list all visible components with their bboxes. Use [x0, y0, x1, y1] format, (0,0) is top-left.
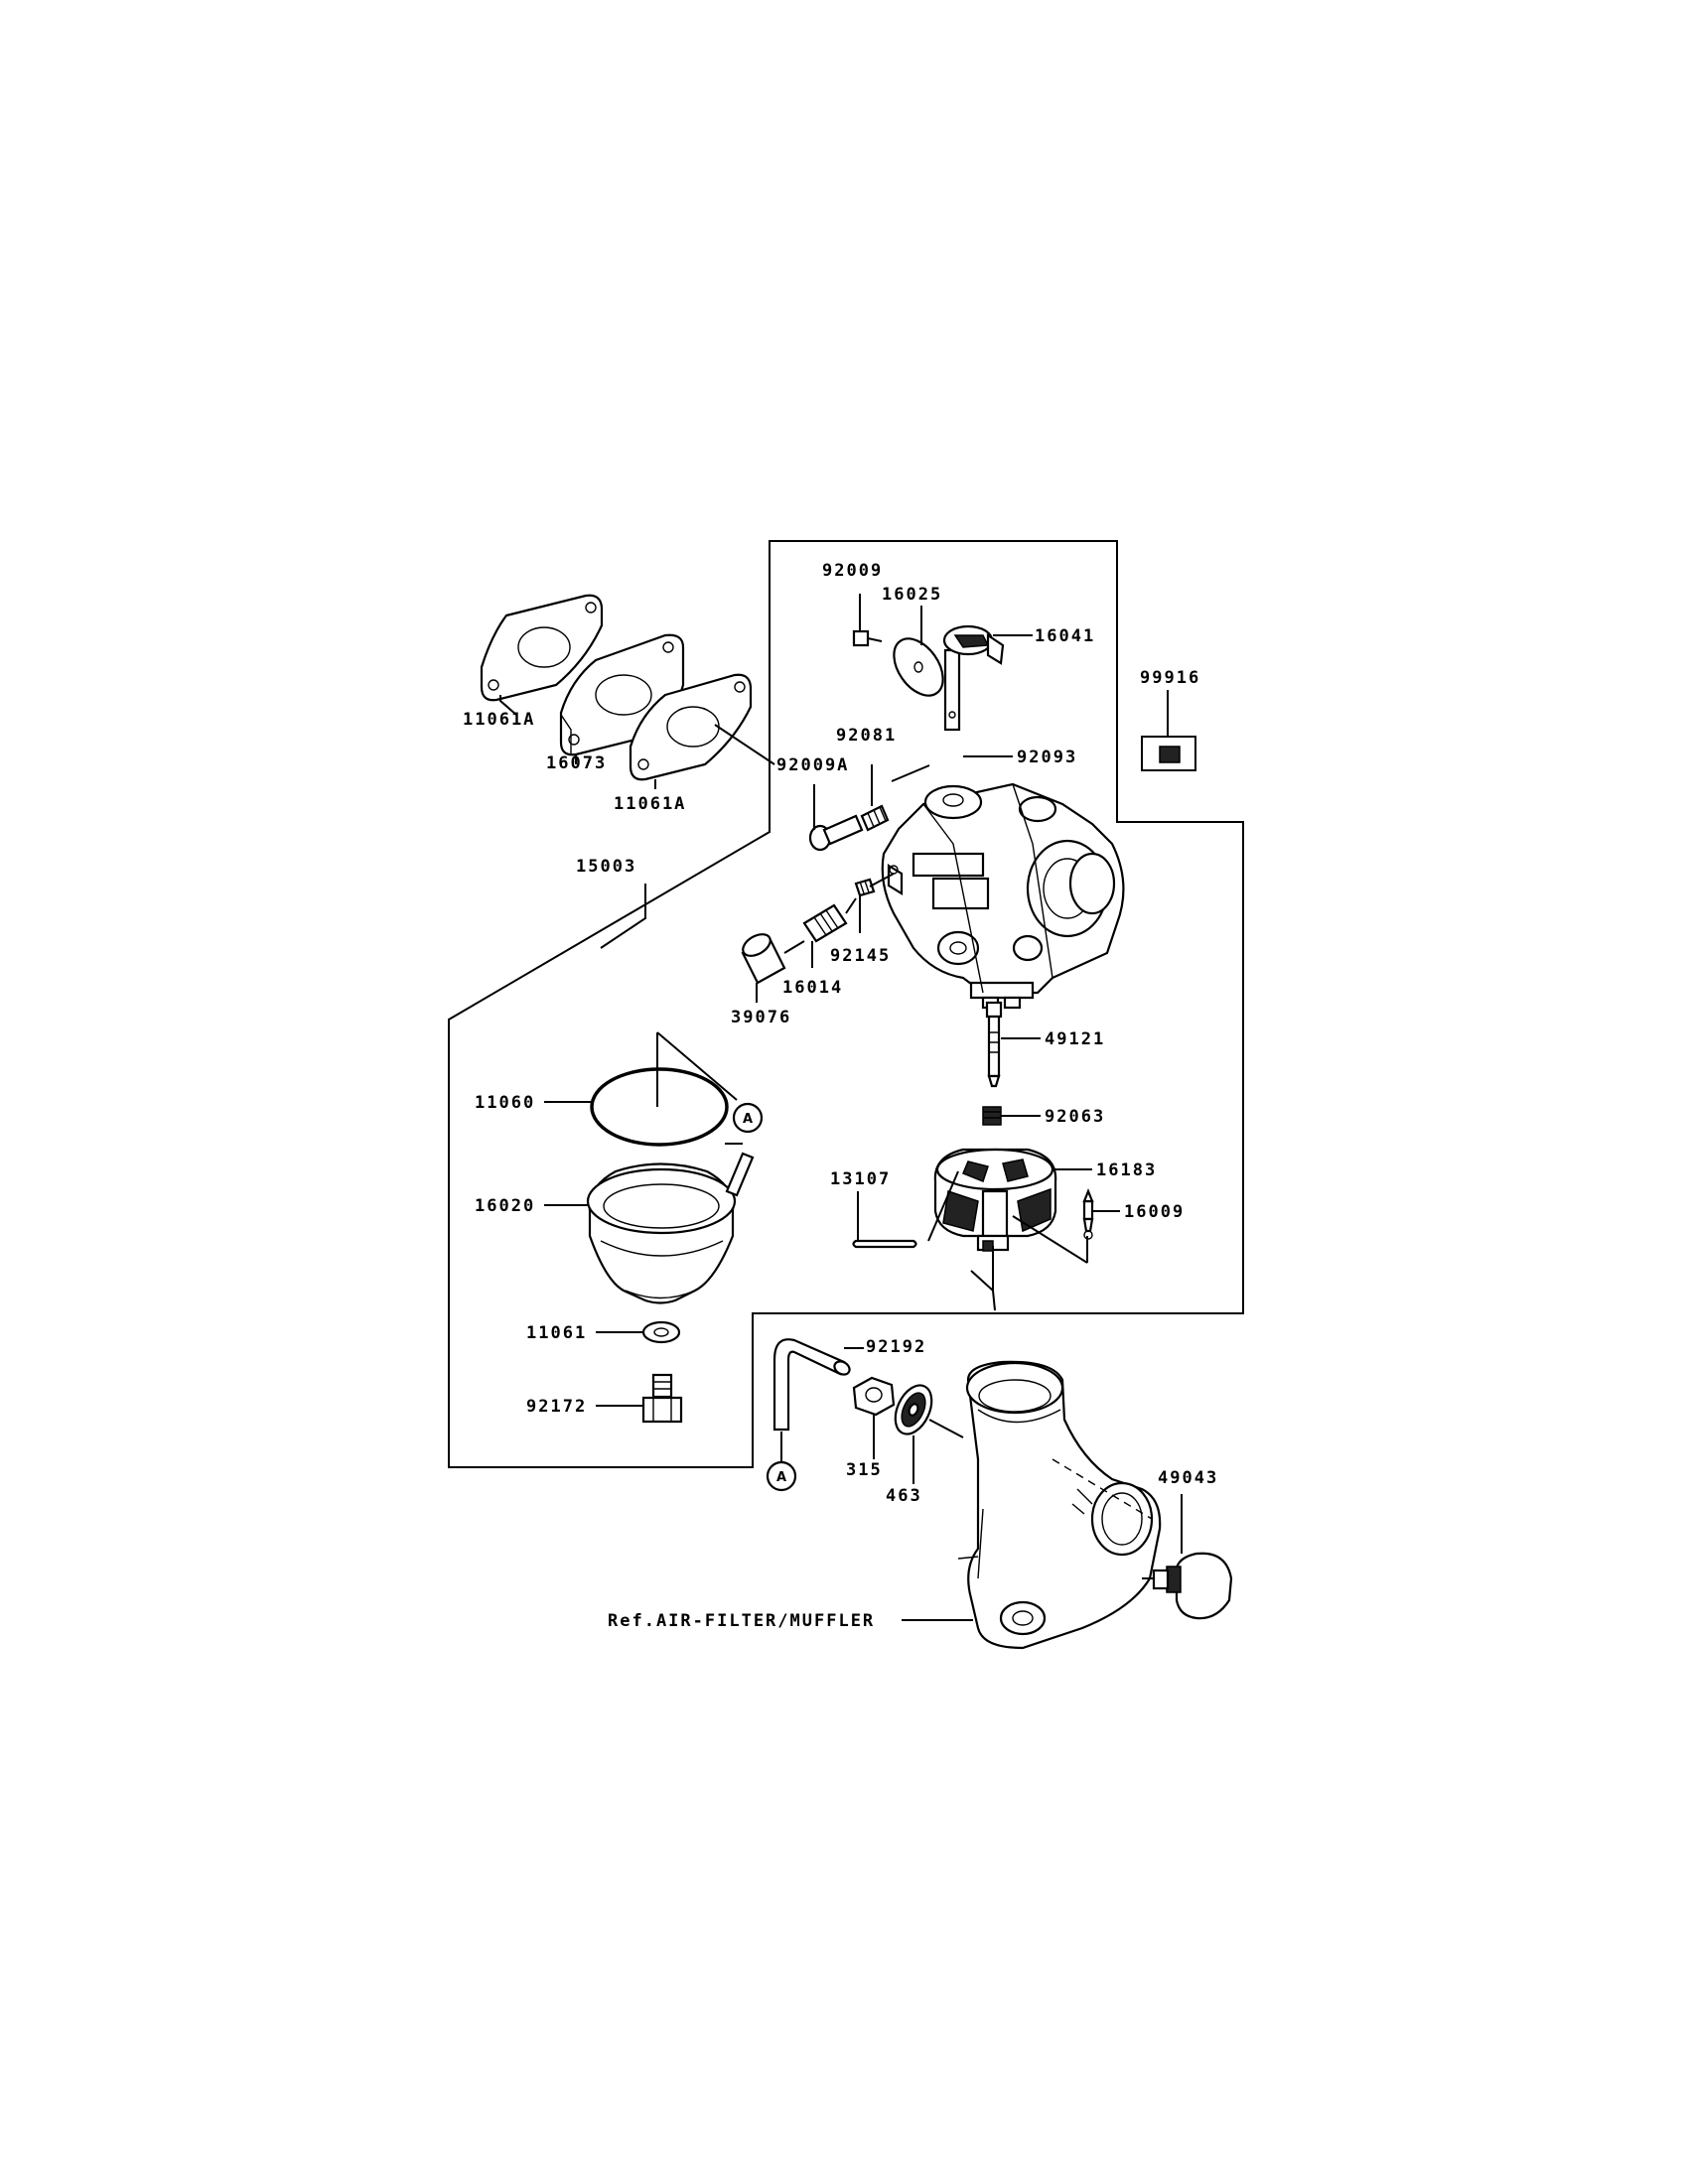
label-463: 463: [886, 1486, 922, 1506]
leader-washer-to-elbow: [928, 1419, 964, 1438]
label-39076: 39076: [731, 1008, 791, 1027]
label-49121: 49121: [1045, 1029, 1105, 1049]
label-92063: 92063: [1045, 1107, 1105, 1127]
needle-16009: [1082, 1188, 1094, 1240]
float-16183: [933, 1148, 1057, 1252]
leader-92081: [891, 764, 930, 782]
label-16020: 16020: [475, 1196, 535, 1216]
leader-o-ring-diag: [656, 1031, 738, 1101]
label-16183: 16183: [1096, 1160, 1157, 1180]
callout-a-top: A: [732, 1102, 764, 1134]
primer-bulb-49043: [1142, 1552, 1233, 1620]
spring-92081: [860, 804, 890, 832]
label-ref-air-filter-muffler: Ref.AIR-FILTER/MUFFLER: [608, 1611, 875, 1631]
label-92081: 92081: [836, 726, 897, 746]
jet-16014: [802, 897, 857, 943]
part-99916-box: [1141, 736, 1196, 771]
leader-float-needle: [1012, 1215, 1088, 1264]
label-16014: 16014: [782, 978, 843, 998]
float-bowl-16020: [586, 1152, 755, 1304]
label-16073: 16073: [546, 753, 607, 773]
gasket-11061A-right: [629, 673, 753, 781]
label-92009: 92009: [822, 561, 883, 581]
label-11061: 11061: [526, 1323, 587, 1343]
leader-float-tail: [992, 1290, 996, 1311]
label-16009: 16009: [1124, 1202, 1185, 1222]
label-16025: 16025: [882, 585, 942, 605]
screw-92009: [852, 594, 883, 647]
fuel-pipe-92192: [772, 1338, 851, 1432]
o-ring-11060: [590, 1067, 729, 1147]
label-92145: 92145: [830, 946, 891, 966]
leader-jet-chain: [783, 940, 805, 954]
leader-lines: [499, 690, 1183, 1621]
choke-shaft-16041: [942, 624, 1033, 732]
label-49043: 49043: [1158, 1468, 1218, 1488]
filter-washer-463: [894, 1384, 933, 1435]
label-92172: 92172: [526, 1397, 587, 1417]
callout-a-bottom: A: [766, 1460, 797, 1492]
main-nozzle-49121: [985, 1001, 1003, 1088]
label-15003: 15003: [576, 857, 636, 877]
assembly-boundary: [448, 540, 1244, 1468]
label-16041: 16041: [1035, 626, 1095, 646]
leader-jet-92145: [869, 873, 895, 887]
label-11060: 11060: [475, 1093, 535, 1113]
callout-a-bottom-label: A: [776, 1470, 786, 1485]
leader-float-pin: [927, 1170, 959, 1242]
nut-315: [852, 1376, 896, 1417]
carburetor-body: [881, 782, 1125, 1010]
label-92093: 92093: [1017, 748, 1077, 767]
pilot-screw-92009A: [808, 814, 864, 852]
leader-float-bottom: [970, 1246, 994, 1294]
label-13107: 13107: [830, 1169, 891, 1189]
intake-elbow: [957, 1360, 1162, 1650]
gasket-11061A-left: [480, 594, 604, 702]
part-labels: 92009 16025 16041 99916 11061A 16073 110…: [463, 561, 1218, 1631]
float-pin-13107: [852, 1239, 917, 1249]
drain-bolt-92172: [641, 1373, 683, 1424]
jet-92145: [854, 878, 876, 897]
choke-plate-16025: [893, 606, 944, 697]
label-99916: 99916: [1140, 668, 1200, 688]
label-11061A-left: 11061A: [463, 710, 535, 730]
label-92192: 92192: [866, 1337, 926, 1357]
callout-a-top-label: A: [743, 1112, 753, 1127]
label-11061A-right: 11061A: [614, 794, 686, 814]
label-315: 315: [846, 1460, 883, 1480]
washer-11061: [641, 1320, 681, 1344]
label-92009A: 92009A: [776, 755, 849, 775]
jet-92063: [982, 1106, 1002, 1126]
plug-39076: [741, 933, 786, 985]
